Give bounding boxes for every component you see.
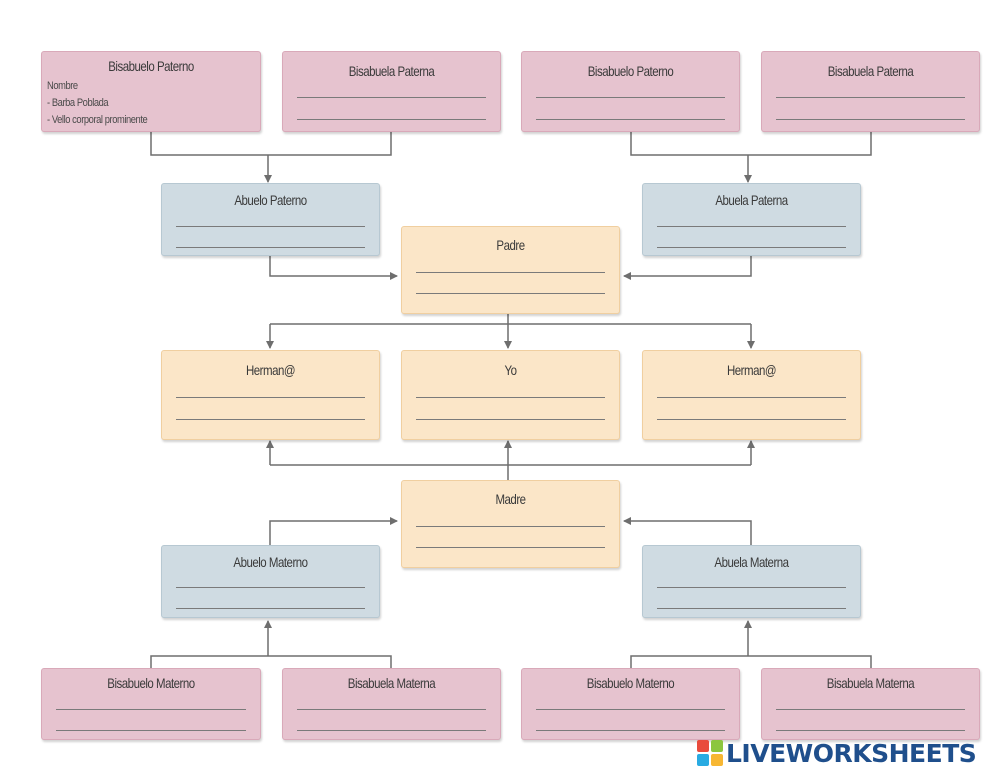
liveworksheets-logo-icon <box>697 740 723 766</box>
box-title: Abuela Materna <box>714 554 789 570</box>
answer-line[interactable] <box>416 397 605 398</box>
box-hermano-1: Herman@ <box>161 350 380 440</box>
box-abuela-paterna: Abuela Paterna <box>642 183 861 256</box>
box-padre: Padre <box>401 226 620 314</box>
connector-to-abuela-paterna <box>630 132 872 156</box>
note-line: - Barba Poblada <box>47 97 109 109</box>
note-line: - Vello corporal prominente <box>47 114 148 126</box>
box-bisabuela-materna-2: Bisabuela Materna <box>761 668 980 740</box>
box-bisabuela-paterna-2: Bisabuela Paterna <box>761 51 980 132</box>
answer-line[interactable] <box>56 730 246 731</box>
box-bisabuelo-materno-2: Bisabuelo Materno <box>521 668 740 740</box>
box-title: Herman@ <box>726 362 777 378</box>
answer-line[interactable] <box>416 526 605 527</box>
answer-line[interactable] <box>416 419 605 420</box>
box-title: Abuelo Paterno <box>234 192 307 208</box>
answer-line[interactable] <box>416 293 605 294</box>
box-title: Bisabuelo Paterno <box>108 58 194 74</box>
connector-to-abuelo-paterno <box>150 132 392 156</box>
box-title: Bisabuela Paterna <box>348 63 435 79</box>
connector-abuelo-to-madre <box>269 517 398 546</box>
answer-line[interactable] <box>297 709 486 710</box>
answer-line[interactable] <box>536 119 725 120</box>
box-bisabuelo-paterno-1: Bisabuelo Paterno Nombre - Barba Poblada… <box>41 51 261 132</box>
box-bisabuelo-materno-1: Bisabuelo Materno <box>41 668 261 740</box>
liveworksheets-logo[interactable]: LIVEWORKSHEETS <box>697 738 977 768</box>
connector-to-abuela-materna <box>630 655 872 668</box>
answer-line[interactable] <box>176 226 365 227</box>
answer-line[interactable] <box>56 709 246 710</box>
answer-line[interactable] <box>776 709 965 710</box>
box-title: Bisabuelo Materno <box>586 675 675 691</box>
answer-line[interactable] <box>176 587 365 588</box>
answer-line[interactable] <box>657 226 846 227</box>
answer-line[interactable] <box>776 97 965 98</box>
box-bisabuela-materna-1: Bisabuela Materna <box>282 668 501 740</box>
liveworksheets-logo-text: LIVEWORKSHEETS <box>726 738 977 768</box>
note-line: Nombre <box>47 80 78 92</box>
answer-line[interactable] <box>657 587 846 588</box>
box-title: Bisabuelo Paterno <box>587 63 674 79</box>
box-title: Bisabuela Materna <box>347 675 436 691</box>
connector-abuelo-to-padre <box>269 256 398 280</box>
connector-to-abuelo-materno <box>150 655 392 668</box>
box-bisabuela-paterna-1: Bisabuela Paterna <box>282 51 501 132</box>
answer-line[interactable] <box>176 397 365 398</box>
box-hermano-2: Herman@ <box>642 350 861 440</box>
box-yo: Yo <box>401 350 620 440</box>
box-title: Yo <box>504 362 517 378</box>
answer-line[interactable] <box>657 397 846 398</box>
answer-line[interactable] <box>536 97 725 98</box>
box-title: Bisabuela Paterna <box>827 63 914 79</box>
connector-abuela-to-padre <box>623 256 752 280</box>
answer-line[interactable] <box>416 547 605 548</box>
box-title: Bisabuela Materna <box>826 675 915 691</box>
answer-line[interactable] <box>297 730 486 731</box>
answer-line[interactable] <box>657 247 846 248</box>
box-abuelo-paterno: Abuelo Paterno <box>161 183 380 256</box>
answer-line[interactable] <box>776 730 965 731</box>
box-title: Bisabuelo Materno <box>107 675 195 691</box>
example-notes: Nombre - Barba Poblada - Vello corporal … <box>47 78 225 129</box>
answer-line[interactable] <box>416 272 605 273</box>
answer-line[interactable] <box>536 730 725 731</box>
answer-line[interactable] <box>776 119 965 120</box>
answer-line[interactable] <box>657 608 846 609</box>
box-title: Abuelo Materno <box>233 554 308 570</box>
box-title: Padre <box>496 237 525 253</box>
answer-line[interactable] <box>297 119 486 120</box>
answer-line[interactable] <box>176 608 365 609</box>
answer-line[interactable] <box>176 247 365 248</box>
box-madre: Madre <box>401 480 620 568</box>
answer-line[interactable] <box>657 419 846 420</box>
answer-line[interactable] <box>536 709 725 710</box>
box-abuelo-materno: Abuelo Materno <box>161 545 380 618</box>
box-bisabuelo-paterno-2: Bisabuelo Paterno <box>521 51 740 132</box>
connector-abuela-to-madre <box>623 517 752 546</box>
answer-line[interactable] <box>297 97 486 98</box>
answer-line[interactable] <box>176 419 365 420</box>
box-title: Madre <box>495 491 526 507</box>
box-title: Herman@ <box>245 362 296 378</box>
box-title: Abuela Paterna <box>715 192 788 208</box>
box-abuela-materna: Abuela Materna <box>642 545 861 618</box>
